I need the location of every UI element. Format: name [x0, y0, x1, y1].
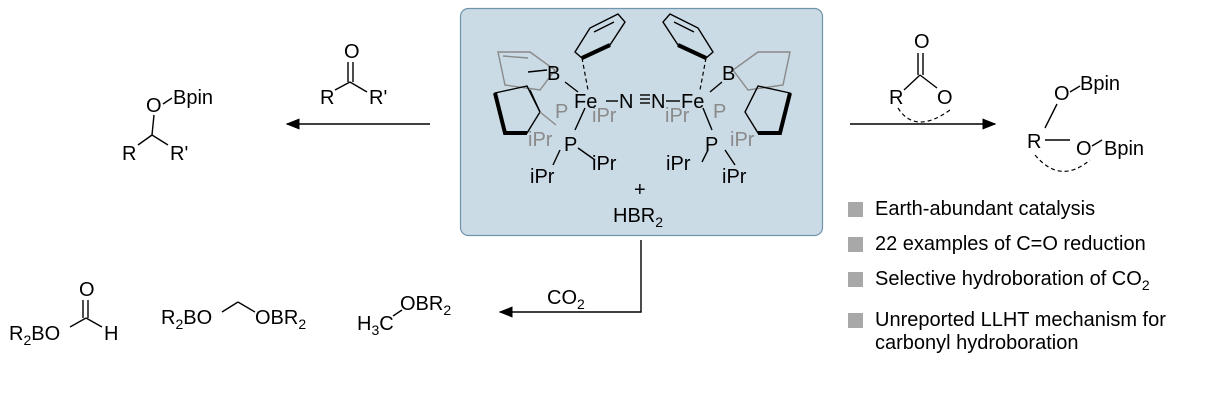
- catalyst-structure: [493, 13, 792, 166]
- bullet-square-icon: [848, 237, 863, 252]
- lactone-structure: O R O: [889, 31, 953, 123]
- feature-item: Selective hydroboration of CO2: [846, 268, 1195, 297]
- ipr-left-1: iPr: [530, 166, 555, 188]
- iron-left: Fe: [574, 91, 597, 113]
- p-back-left: P: [555, 101, 568, 123]
- feature-item: Earth-abundant catalysis: [846, 198, 1195, 221]
- bullet-square-icon: [848, 202, 863, 217]
- iron-right: Fe: [681, 91, 704, 113]
- plus-sign: +: [634, 179, 646, 201]
- ipr-back-left-1: iPr: [592, 105, 617, 127]
- svg-text:H3C: H3C: [357, 313, 394, 338]
- svg-text:Bpin: Bpin: [173, 87, 213, 109]
- feature-list: Earth-abundant catalysis 22 examples of …: [846, 198, 1195, 367]
- bullet-square-icon: [848, 313, 863, 328]
- reagent-hbr2: HBR2: [613, 205, 663, 230]
- boron-left: B: [547, 63, 560, 85]
- svg-text:R': R': [369, 87, 387, 109]
- svg-text:O: O: [79, 279, 95, 301]
- p-front-right: P: [705, 134, 718, 156]
- ipr-back-left-2: iPr: [528, 129, 553, 151]
- svg-text:H: H: [104, 323, 118, 345]
- catalyst-box: [459, 7, 824, 237]
- p-back-right: P: [713, 101, 726, 123]
- ketone-structure: O R R': [320, 41, 387, 109]
- nitrogen-2: N: [651, 91, 665, 113]
- svg-text:R: R: [320, 87, 334, 109]
- svg-text:O: O: [937, 87, 953, 109]
- alkoxyborane-product: O Bpin R R': [122, 87, 213, 165]
- feature-item: Unreported LLHT mechanism for carbonyl h…: [846, 309, 1195, 355]
- svg-text:R2BO: R2BO: [161, 307, 212, 332]
- svg-text:R: R: [889, 87, 903, 109]
- svg-text:Bpin: Bpin: [1080, 73, 1120, 95]
- svg-text:O: O: [1054, 83, 1070, 105]
- bullet-square-icon: [848, 272, 863, 287]
- svg-text:R: R: [1027, 131, 1041, 153]
- methoxyborane-product: H3C OBR2: [357, 293, 451, 338]
- catalyst-labels: P iPr iPr B Fe P iPr iPr N N Fe P iPr iP…: [528, 63, 755, 230]
- svg-text:OBR2: OBR2: [255, 307, 306, 332]
- acetal-product: R2BO OBR2: [161, 301, 306, 332]
- boron-right: B: [722, 63, 735, 85]
- ipr-right-2: iPr: [722, 166, 747, 188]
- svg-text:OBR2: OBR2: [400, 293, 451, 318]
- svg-text:O: O: [146, 95, 162, 117]
- svg-text:R: R: [122, 143, 136, 165]
- ipr-left-2: iPr: [592, 153, 617, 175]
- svg-text:R2BO: R2BO: [9, 323, 60, 348]
- ipr-right-1: iPr: [666, 153, 691, 175]
- svg-text:Bpin: Bpin: [1104, 138, 1144, 160]
- ipr-back-right-2: iPr: [730, 129, 755, 151]
- ipr-back-right-1: iPr: [665, 105, 690, 127]
- feature-item: 22 examples of C=O reduction: [846, 233, 1195, 256]
- nitrogen-1: N: [619, 91, 633, 113]
- co2-label: CO2: [547, 287, 585, 312]
- svg-text:O: O: [914, 31, 930, 53]
- arrow-co2: [498, 240, 642, 318]
- p-front-left: P: [564, 134, 577, 156]
- diol-bis-boronate-product: O Bpin R O Bpin: [1027, 73, 1144, 172]
- svg-text:R': R': [170, 143, 188, 165]
- formate-product: O R2BO H: [9, 279, 118, 348]
- svg-text:O: O: [1076, 138, 1092, 160]
- svg-text:O: O: [344, 41, 360, 63]
